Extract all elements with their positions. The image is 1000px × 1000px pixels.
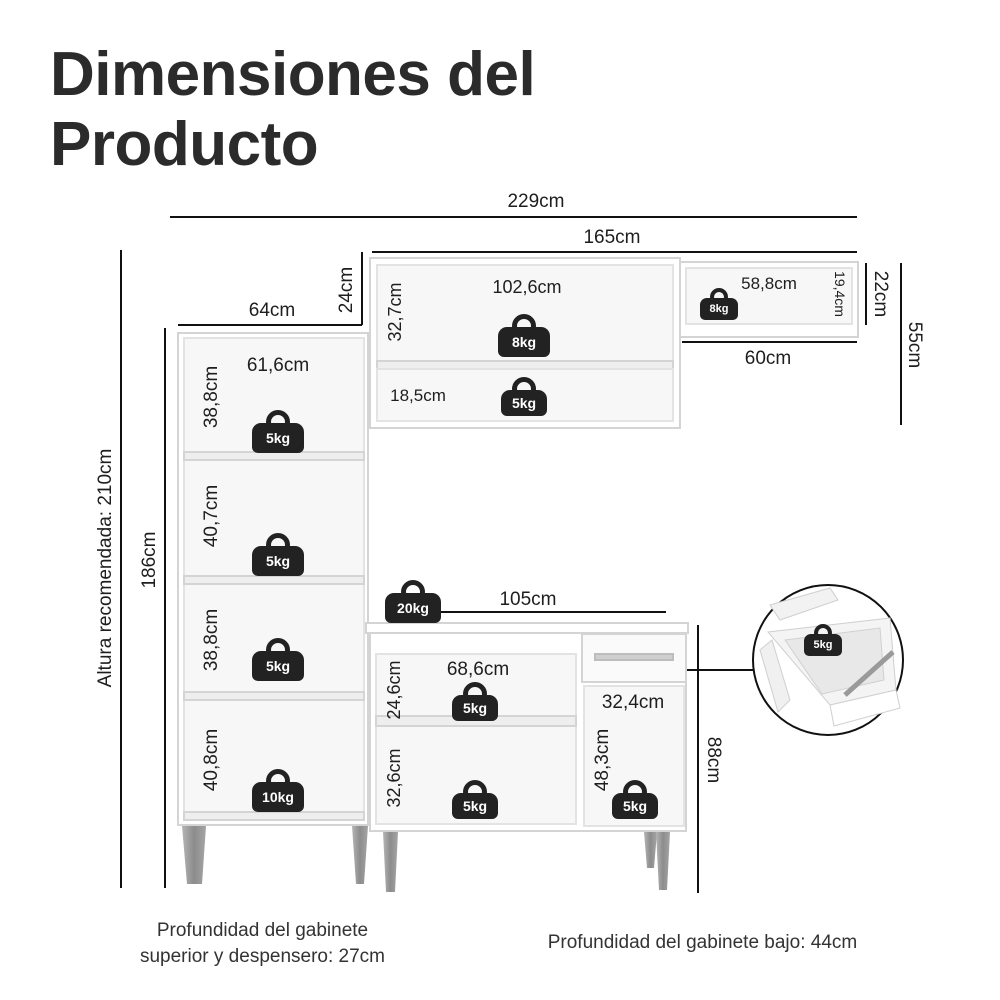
tall-pantry (177, 332, 369, 826)
label-side-inner-width: 58,8cm (741, 274, 797, 293)
weight-drawer: 5kg (813, 639, 833, 651)
weight-tall-3: 5kg (265, 658, 291, 674)
weight-icon: 5kg (452, 780, 498, 819)
weight-counter: 20kg (397, 600, 429, 616)
upper-depth-line-2: superior y despensero: 27cm (139, 946, 385, 967)
weight-tall-1: 5kg (265, 430, 291, 446)
label-side-width: 60cm (744, 348, 792, 369)
weight-icon: 5kg (252, 533, 304, 576)
weight-base-right: 5kg (622, 798, 648, 814)
label-tall-height: 186cm (139, 531, 160, 589)
label-tall-shelf-2: 40,7cm (201, 484, 222, 548)
drawer-detail (752, 584, 904, 736)
weight-base-bottom: 5kg (462, 798, 488, 814)
weight-base-top: 5kg (462, 700, 488, 716)
upper-depth-note: Profundidad del gabinete superior y desp… (95, 918, 430, 970)
dimension-lines (120, 216, 902, 893)
base-cabinet-legs (383, 832, 670, 892)
label-base-right-height: 48,3cm (592, 728, 613, 792)
label-tall-shelf-4: 40,8cm (201, 728, 222, 792)
weight-upper-main: 8kg (511, 334, 537, 350)
weight-icon: 5kg (501, 377, 547, 416)
page-title: Dimensiones del Producto (50, 40, 536, 180)
title-line-1: Dimensiones del (50, 40, 536, 109)
label-total-width: 229cm (507, 191, 565, 212)
base-depth-note: Profundidad del gabinete bajo: 44cm (547, 932, 858, 953)
label-base-right-width: 32,4cm (601, 692, 665, 713)
label-tall-shelf-3: 38,8cm (201, 608, 222, 672)
weight-icon: 5kg (252, 410, 304, 453)
label-side-inner-height: 19,4cm (832, 271, 848, 317)
label-recommended-height: Altura recomendada: 210cm (95, 448, 116, 688)
label-tall-shelf-1: 38,8cm (201, 365, 222, 429)
label-base-top-shelf: 24,6cm (384, 660, 404, 720)
weight-icon: 10kg (252, 769, 304, 812)
label-base-inner-width: 68,6cm (446, 659, 510, 680)
label-right-total-height: 55cm (904, 321, 925, 369)
weight-tall-2: 5kg (265, 553, 291, 569)
label-tall-width: 64cm (248, 300, 296, 321)
weight-icon: 8kg (498, 314, 550, 357)
label-base-width: 105cm (499, 589, 557, 610)
label-base-height: 88cm (703, 736, 724, 784)
weight-icon: 8kg (700, 288, 738, 320)
weight-tall-4: 10kg (262, 789, 294, 805)
weight-icon: 5kg (252, 638, 304, 681)
upper-depth-line-1: Profundidad del gabinete (156, 920, 369, 941)
weight-icon: 5kg (452, 682, 498, 721)
weight-icon: 5kg (804, 624, 842, 656)
label-tall-inner-width: 61,6cm (246, 355, 310, 376)
title-line-2: Producto (50, 110, 319, 179)
weight-icon: 5kg (612, 780, 658, 819)
tall-pantry-legs (182, 826, 368, 884)
label-base-bottom-shelf: 32,6cm (384, 748, 404, 808)
label-upper-width: 165cm (583, 227, 641, 248)
weight-icon: 20kg (385, 580, 441, 623)
label-upper-height: 24cm (336, 266, 357, 314)
label-upper-small-shelf: 18,5cm (390, 386, 446, 405)
label-upper-inner-width: 102,6cm (492, 277, 562, 297)
label-upper-inner-height: 32,7cm (385, 282, 405, 342)
label-side-height: 22cm (870, 270, 891, 318)
weight-upper-small: 5kg (511, 395, 537, 411)
weight-side: 8kg (709, 303, 729, 315)
